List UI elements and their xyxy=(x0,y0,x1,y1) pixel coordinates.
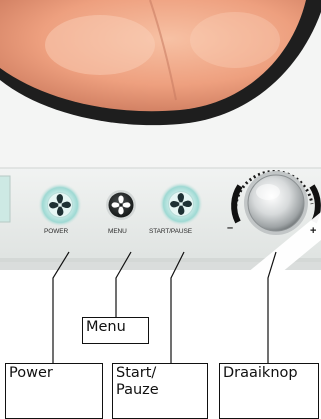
callout-menu: Menu xyxy=(82,317,149,344)
callout-power: Power xyxy=(5,363,103,419)
menu-button[interactable] xyxy=(106,190,136,220)
power-label: POWER xyxy=(44,228,68,235)
menu-label: MENU xyxy=(108,228,127,235)
minus-sign: – xyxy=(227,222,233,234)
start-pause-button[interactable] xyxy=(159,182,203,226)
callout-knob: Draaiknop xyxy=(219,363,319,419)
display-edge xyxy=(0,176,10,222)
plus-sign: + xyxy=(310,225,316,237)
callout-start-pause: Start/ Pauze xyxy=(112,363,208,419)
power-button[interactable] xyxy=(38,183,82,227)
start-pause-label: START/PAUSE xyxy=(149,228,192,235)
